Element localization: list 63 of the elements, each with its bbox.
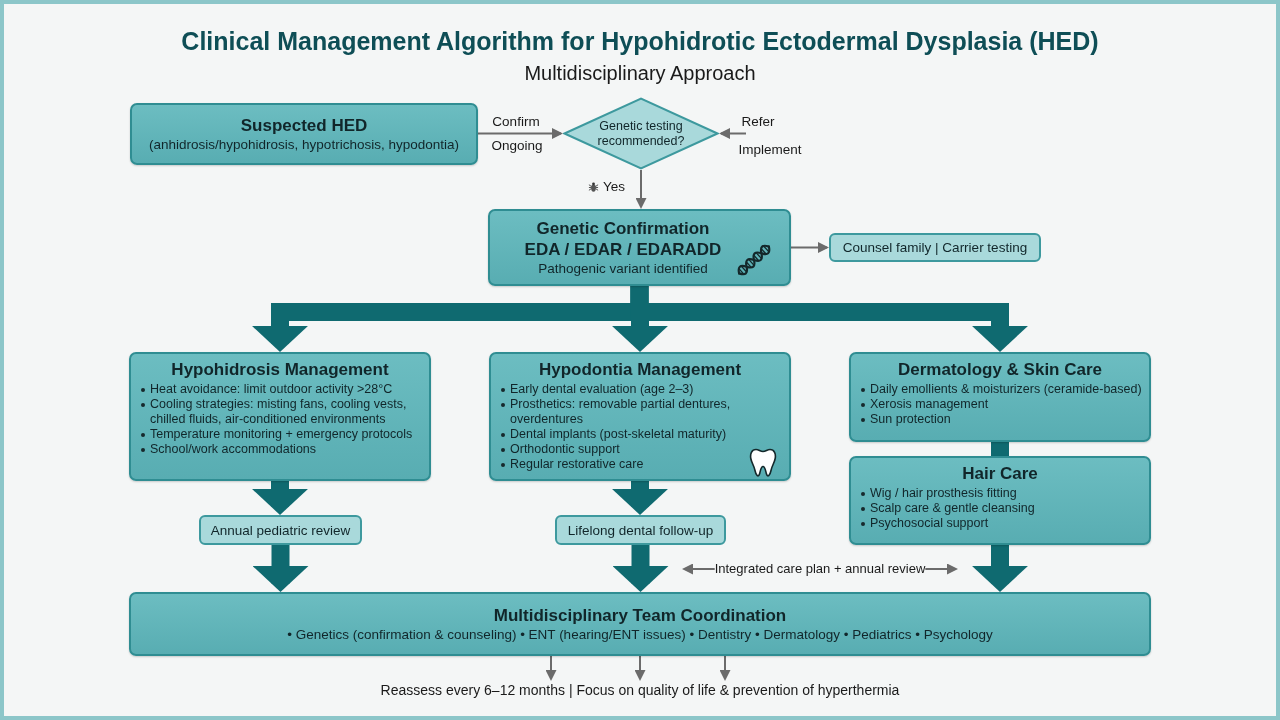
bullet-item: Daily emollients & moisturizers (ceramide-based)	[858, 382, 1142, 397]
bullet-item: Regular restorative care	[498, 457, 782, 472]
box-title: Multidisciplinary Team Coordination	[493, 605, 787, 626]
bullet-item: Dental implants (post-skeletal maturity)	[498, 427, 782, 442]
box-title: Suspected HED	[240, 115, 368, 136]
process-box	[489, 352, 791, 481]
connector-bar	[991, 442, 1009, 456]
subtitle: Multidisciplinary Approach	[524, 61, 756, 85]
bullet-item: Early dental evaluation (age 2–3)	[498, 382, 782, 397]
box-text: • Genetics (confirmation & counseling) • ENT (hearing/ENT issues) • Dentistry • Dermatology • Pediatrics • Psychology	[287, 626, 993, 643]
box-text: (anhidrosis/hypohidrosis, hypotrichosis, hypodontia)	[149, 136, 459, 153]
box-title: Hypodontia Management	[538, 359, 742, 380]
box-text: Annual pediatric review	[210, 521, 351, 539]
box-text: Pathogenic variant identified	[538, 260, 708, 277]
note-text: Integrated care plan + annual review	[714, 560, 926, 578]
bullet-item: Temperature monitoring + emergency protocols	[138, 427, 422, 442]
box-text: Genetic testing recommended?	[596, 118, 686, 149]
box-text: Counsel family | Carrier testing	[842, 239, 1028, 256]
process-box	[130, 103, 478, 165]
bullet-item: Cooling strategies: misting fans, cooling vests, chilled fluids, air-conditioned environments	[138, 397, 422, 427]
box-text: Lifelong dental follow-up	[567, 521, 714, 539]
note-box	[829, 233, 1041, 262]
box-title: EDA / EDAR / EDARADD	[524, 239, 722, 260]
flow-arrow	[972, 545, 1028, 592]
arrow	[719, 128, 747, 139]
box-title: Dermatology & Skin Care	[897, 359, 1103, 380]
flow-arrow	[252, 481, 308, 515]
arrow	[545, 655, 557, 681]
diagram-title: Clinical Management Algorithm for Hypohidrotic Ectodermal Dysplasia (HED)	[181, 26, 1099, 56]
caption-text: Implement	[737, 142, 803, 158]
arrow	[635, 169, 647, 209]
arrow	[634, 655, 646, 681]
bullet-item: Xerosis management	[858, 397, 1142, 412]
flow-arrow	[252, 545, 309, 592]
process-box	[129, 592, 1151, 656]
box-title: Hair Care	[962, 463, 1038, 484]
caption-text: Ongoing	[490, 138, 544, 154]
box-title: Genetic Confirmation	[536, 218, 710, 239]
bullet-item: Scalp care & gentle cleansing	[858, 501, 1142, 516]
arrow	[790, 242, 829, 253]
arrow	[682, 563, 716, 575]
bullet-item: Sun protection	[858, 412, 1142, 427]
bullet-item: Orthodontic support	[498, 442, 782, 457]
flow-arrow	[630, 286, 1028, 352]
note-box	[555, 515, 726, 545]
bullet-item: Wig / hair prosthesis fitting	[858, 486, 1142, 501]
arrow	[719, 655, 731, 681]
note-box	[199, 515, 362, 545]
process-box	[488, 209, 791, 286]
process-box	[849, 456, 1151, 545]
flow-arrow	[612, 481, 668, 515]
note-text: Reassess every 6–12 months | Focus on quality of life & prevention of hyperthermia	[380, 681, 900, 699]
process-box	[129, 352, 431, 481]
box-title: Hypohidrosis Management	[171, 359, 389, 380]
decision-diamond	[563, 97, 719, 170]
bullet-item: School/work accommodations	[138, 442, 422, 457]
bullet-item: Heat avoidance: limit outdoor activity >28°C	[138, 382, 422, 397]
process-box	[849, 352, 1151, 442]
arrow	[924, 563, 958, 575]
bullet-item: Psychosocial support	[858, 516, 1142, 531]
flow-arrow	[612, 545, 669, 592]
bullet-item: Prosthetics: removable partial dentures, overdentures	[498, 397, 782, 427]
arrow	[477, 128, 563, 139]
